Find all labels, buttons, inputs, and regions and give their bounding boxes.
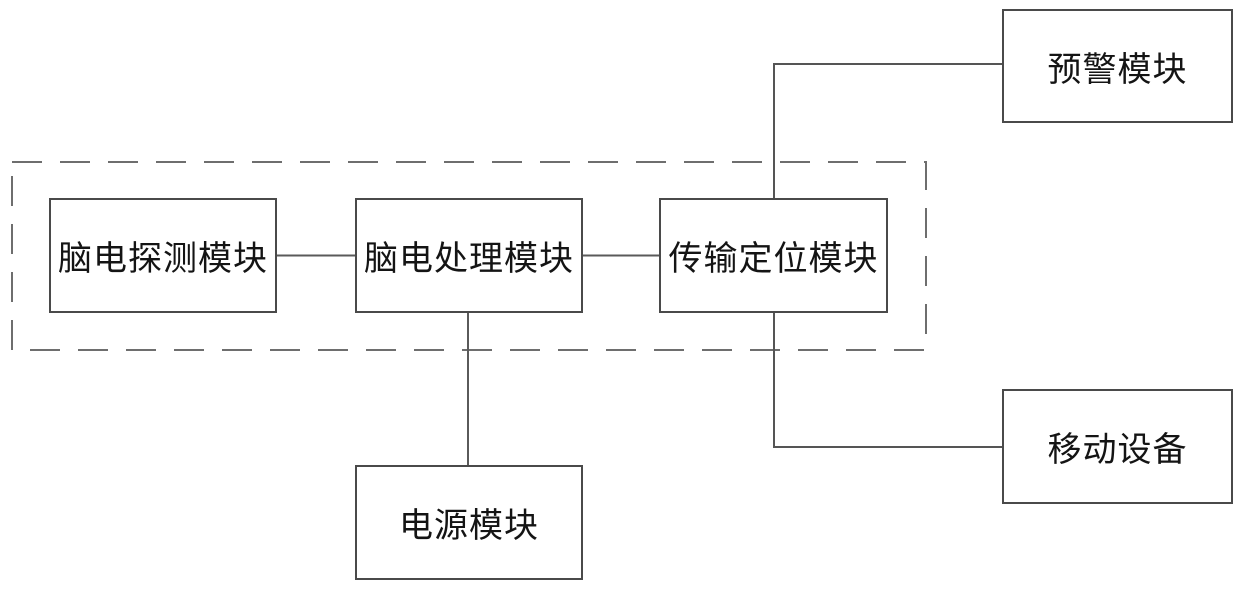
- node-label-transmission-positioning: 传输定位模块: [668, 240, 879, 278]
- node-transmission-positioning-module: 传输定位模块: [659, 198, 888, 313]
- node-label-power: 电源模块: [399, 507, 539, 545]
- connector-positioning-to-warning: [773, 63, 1002, 198]
- node-label-mobile-device: 移动设备: [1047, 431, 1188, 469]
- connector-positioning-to-mobile: [773, 313, 1002, 448]
- node-eeg-processing-module: 脑电处理模块: [355, 198, 583, 313]
- node-mobile-device: 移动设备: [1002, 389, 1233, 504]
- node-power-module: 电源模块: [355, 465, 583, 580]
- node-early-warning-module: 预警模块: [1002, 9, 1233, 123]
- node-eeg-detection-module: 脑电探测模块: [49, 198, 277, 313]
- node-label-eeg-processing: 脑电处理模块: [364, 240, 574, 278]
- node-label-early-warning: 预警模块: [1047, 50, 1188, 89]
- node-label-eeg-detection: 脑电探测模块: [58, 240, 268, 278]
